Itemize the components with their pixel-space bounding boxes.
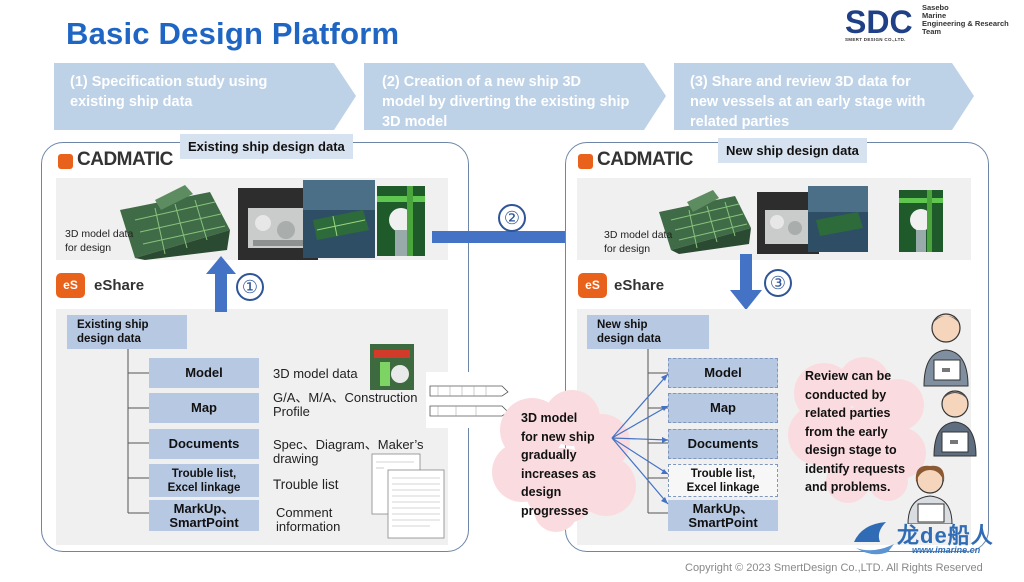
left-map-box: Map [149,393,259,423]
right-map-box: Map [668,393,778,423]
right-model-box: Model [668,358,778,388]
step-3-chevron [674,63,974,130]
watermark-ship-icon [854,522,894,555]
person-laptop-1 [923,313,969,387]
cadmatic-icon-right [578,154,593,169]
cadmatic-label-right: CADMATIC [597,149,693,170]
right-tree-connector [647,349,670,514]
sea-render-image [303,180,375,258]
marker-2: ② [498,204,526,232]
pipe-detail-image [377,186,425,256]
desc-trouble-list: Trouble list [273,477,339,492]
growth-arrows [611,373,669,505]
marker-1: ① [236,273,264,301]
arrow-down-3 [730,254,762,310]
cadmatic-icon [58,154,73,169]
desc-model: 3D model data [273,366,358,381]
desc-documents: Spec、Diagram、Maker’s drawing [273,437,424,466]
existing-ship-tag: Existing ship design data [180,134,353,159]
watermark-brand: 龙de船人 [897,523,994,548]
person-laptop-3 [907,465,953,524]
pipe-detail-image-right [899,190,943,252]
right-markup-box: MarkUp、SmartPoint [668,500,778,531]
left-trouble-list-box: Trouble list,Excel linkage [149,464,259,497]
marker-3: ③ [764,269,792,297]
left-documents-box: Documents [149,429,259,459]
new-ship-tag: New ship design data [718,138,867,163]
logo-text: SDC [845,6,913,40]
left-markup-box: MarkUp、SmartPoint [149,500,259,531]
ship-3d-model-image-right [659,190,751,254]
step-1-chevron [54,63,356,130]
eshare-label-right: eShare [614,277,665,294]
model-thumbnail-image [370,344,414,390]
team-label: Sasebo Marine Engineering & Research Tea… [922,3,1009,36]
left-model-box: Model [149,358,259,388]
eshare-icon-right: eS [578,273,607,298]
watermark-url: www.imarine.cn [912,545,981,555]
sea-render-image-right [808,186,868,252]
step-2-chevron [364,63,666,130]
right-trouble-list-box: Trouble list,Excel linkage [668,464,778,497]
arrow-up-1 [206,256,236,312]
cadmatic-label: CADMATIC [77,149,173,170]
arrow-right-2 [432,222,594,252]
desc-map: G/A、M/A、Construction Profile [273,390,418,419]
left-tree-connector [127,349,150,514]
eshare-icon: eS [56,273,85,298]
right-cloud-shape [788,357,926,503]
eshare-label: eShare [94,277,145,294]
middle-cloud-shape [492,390,636,532]
logo-subtext: SMERT DESIGN CO.,LTD. [845,37,906,42]
documents-image [371,453,445,539]
right-documents-box: Documents [668,429,778,459]
step-chevrons [54,63,974,130]
ga-drawing-image [426,372,510,428]
copyright-footer: Copyright © 2023 SmertDesign Co.,LTD. Al… [685,562,983,574]
person-laptop-2 [933,390,977,457]
sdc-logo: SDC [845,6,917,40]
ship-3d-model-image [120,185,230,260]
page-title: Basic Design Platform [66,16,400,51]
